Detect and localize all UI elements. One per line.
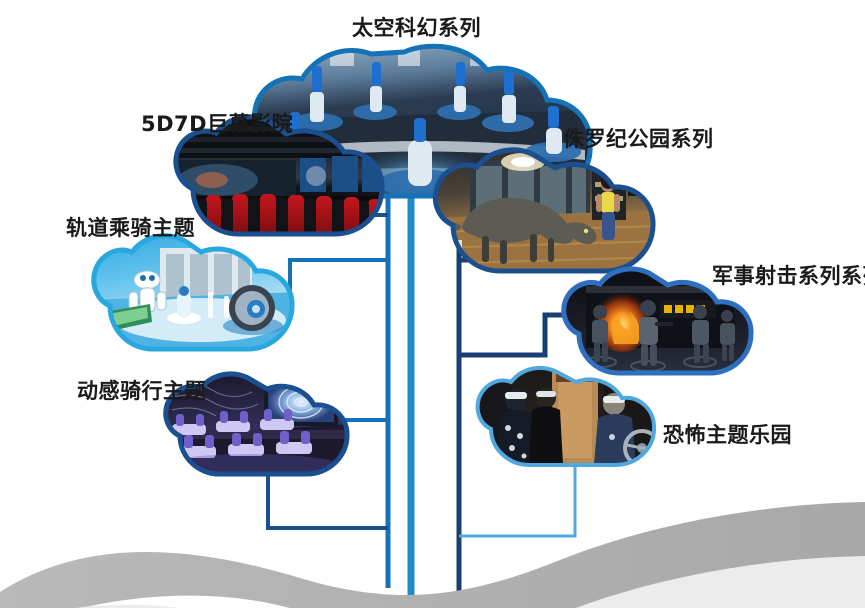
label-5d7d-cinema: 5D7D巨幕影院 [141,112,294,136]
cloud-horror[interactable] [468,360,668,470]
cloud-motion-border [163,371,350,477]
footer-wave [0,502,865,608]
cloud-rail-border [91,233,295,352]
cloud-military[interactable] [556,262,766,378]
cloud-jurassic[interactable] [428,145,668,276]
label-rail-ride: 轨道乘骑主题 [66,216,195,240]
label-military-shooting: 军事射击系列系列 [712,264,865,288]
branch-to-military [459,312,578,358]
label-jurassic-park: 侏罗纪公园系列 [563,127,714,151]
cloud-cinema[interactable] [170,110,390,240]
label-horror-park: 恐怖主题乐园 [663,423,792,447]
footer-wave-light [0,556,865,608]
branch-to-motion [266,470,388,530]
label-motion-riding: 动感骑行主题 [77,379,206,403]
cloud-rail[interactable] [88,230,298,355]
label-space-scifi: 太空科幻系列 [352,16,481,40]
branch-to-horror [459,462,577,538]
footer-wave-dark [0,502,865,608]
cloud-horror-border [475,365,657,467]
cloud-cinema-border [173,114,385,237]
cloud-military-border [561,266,754,376]
cloud-jurassic-border [432,147,656,274]
